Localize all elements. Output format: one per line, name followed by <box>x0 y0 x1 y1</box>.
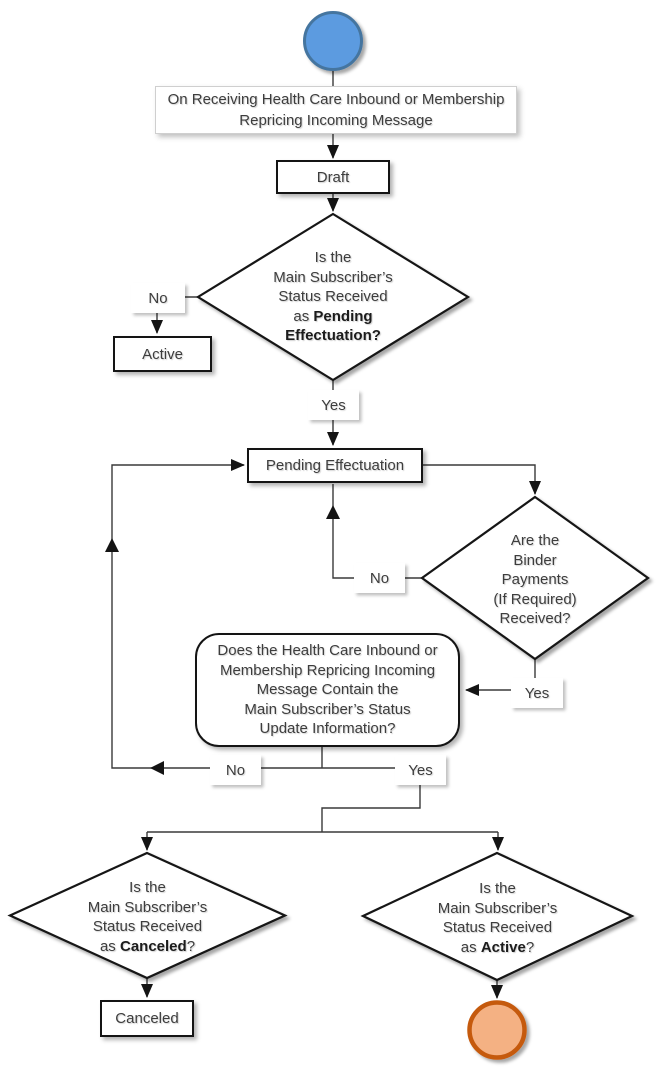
canceled-label: Canceled <box>115 1010 179 1027</box>
end-event-circle <box>467 1000 527 1060</box>
edge-pending-to-binder <box>423 464 541 495</box>
edge-label-no-binder-received: No <box>354 563 405 593</box>
decision-binder-payments-diamond <box>420 495 650 661</box>
decision-status-active-diamond <box>360 851 635 982</box>
trigger-line-1: On Receiving Health Care Inbound or Memb… <box>167 91 505 108</box>
decision-status-pending-diamond <box>195 212 471 382</box>
edge-label-yes-status-pending: Yes <box>308 390 359 420</box>
decision-status-canceled-diamond <box>7 851 288 980</box>
draft-label: Draft <box>316 168 350 186</box>
draft-state-box: Draft <box>276 160 390 194</box>
edge-label-yes-contains-update: Yes <box>395 755 446 785</box>
contains-update-box: Does the Health Care Inbound or Membersh… <box>195 633 460 747</box>
pending-effectuation-state-box: Pending Effectuation <box>247 448 423 483</box>
canceled-state-box: Canceled <box>100 1000 194 1037</box>
pending-effectuation-label: Pending Effectuation <box>265 457 405 474</box>
edge-label-no-contains-update: No <box>210 755 261 785</box>
trigger-line-2: Repricing Incoming Message <box>239 112 433 129</box>
mid-arrow-up-pending <box>326 505 340 519</box>
start-event-circle <box>303 11 363 71</box>
active-label: Active <box>142 345 183 363</box>
mid-arrow-left <box>150 761 164 775</box>
active-state-box: Active <box>113 336 212 372</box>
trigger-box: On Receiving Health Care Inbound or Memb… <box>155 86 517 134</box>
edge-label-yes-binder-received: Yes <box>511 678 563 708</box>
edge-label-no-status-pending: No <box>131 283 185 313</box>
mid-arrow-up-loop <box>105 538 119 552</box>
edge-contains-yes-down <box>321 767 421 832</box>
